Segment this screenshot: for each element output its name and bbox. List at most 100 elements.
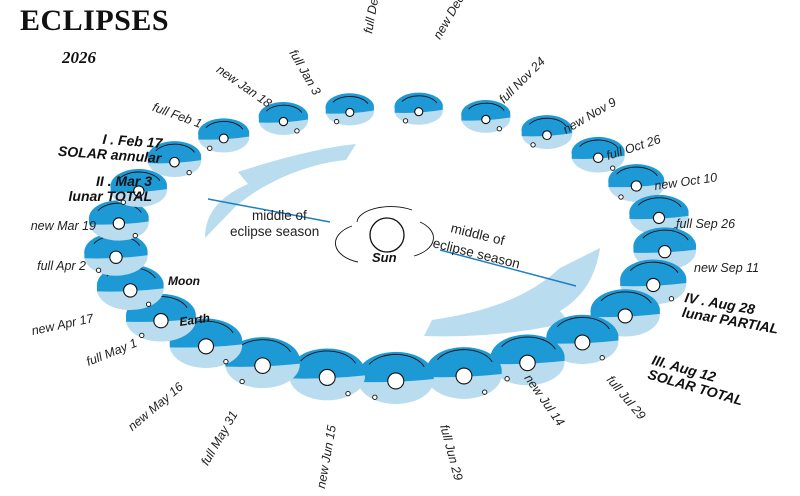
- earth-disk: [318, 368, 336, 386]
- label-line: new Dec 9: [430, 0, 472, 42]
- earth-disk: [652, 211, 666, 225]
- moon-orbit-arc: [600, 291, 652, 304]
- label-line: new Apr 17: [30, 311, 95, 338]
- moon-disk: [530, 142, 536, 148]
- moon-disk: [95, 267, 102, 273]
- moon-disk: [496, 126, 502, 132]
- label-line: full May 31: [198, 409, 240, 468]
- earth-disk: [658, 245, 672, 259]
- phase-label: full Apr 2: [37, 259, 86, 273]
- orbit-position: [258, 102, 308, 135]
- moon-disk: [223, 359, 229, 365]
- label-line: full Dec 24: [361, 0, 385, 35]
- eclipse-label: III. Aug 12SOLAR TOTAL: [646, 352, 749, 409]
- label-line: SOLAR annular: [58, 143, 164, 166]
- orbit-plane-half: [490, 334, 565, 365]
- moon-orbit-arc: [637, 197, 682, 208]
- orbit-plane-half: [546, 314, 619, 344]
- label-line: new May 16: [125, 380, 186, 434]
- orbit-position: [571, 136, 625, 173]
- orbit-position: [110, 169, 167, 208]
- moon-disk: [294, 128, 300, 134]
- phase-label: full Jan 3: [286, 47, 323, 97]
- phase-label: new Oct 10: [653, 170, 718, 193]
- label-line: new Jan 18: [214, 62, 274, 110]
- orbit-position: [289, 348, 366, 401]
- phase-label: new May 16: [125, 380, 186, 434]
- moon-orbit-arc: [300, 350, 356, 364]
- moon-orbit-arc: [642, 229, 689, 241]
- earth-disk: [197, 338, 215, 355]
- orbit-position: [426, 347, 502, 399]
- moon-disk: [372, 394, 378, 400]
- middle-label-left-line2: eclipse season: [230, 224, 319, 239]
- phase-label: full Nov 24: [496, 54, 548, 106]
- sun: Sun: [335, 206, 434, 265]
- earth-label: Earth: [178, 311, 210, 329]
- earth-disk: [387, 372, 405, 390]
- label-line: full May 1: [84, 336, 139, 369]
- orbit-position: [629, 194, 689, 235]
- label-line: full Feb 1: [151, 100, 204, 131]
- sun-rotation-arc-right: [413, 221, 434, 257]
- moon-disk: [186, 169, 192, 176]
- moon-orbit-arc: [501, 336, 556, 350]
- moon-disk: [599, 355, 605, 361]
- moon-disk: [120, 199, 126, 205]
- moon-disk: [139, 332, 145, 339]
- moon-orbit-arc: [97, 202, 142, 213]
- orbit-plane-half: [357, 351, 434, 383]
- sun-rotation-arc-left: [335, 225, 359, 263]
- eclipse-label: IV . Aug 28lunar PARTIAL: [681, 289, 782, 336]
- earth-disk: [519, 354, 536, 372]
- phase-label: new Jan 18: [214, 62, 274, 110]
- earth-disk: [123, 283, 138, 298]
- earth-disk: [112, 217, 126, 230]
- label-line: II . Mar 3: [96, 173, 152, 189]
- phase-label: full Sep 26: [676, 217, 735, 231]
- label-line: full Nov 24: [496, 54, 548, 106]
- moon-disk: [618, 194, 624, 200]
- label-line: full Jan 3: [286, 47, 323, 97]
- season-arrow-left: [205, 144, 356, 238]
- orbit-position: [521, 115, 573, 150]
- season-arrow-right: [424, 248, 600, 337]
- phase-label: new Apr 17: [30, 311, 95, 338]
- moon-label: Moon: [168, 274, 200, 288]
- earth-disk: [109, 250, 123, 265]
- moon-orbit-arc: [155, 143, 195, 153]
- label-line: new Oct 10: [653, 170, 718, 193]
- label-line: new Mar 19: [31, 219, 96, 233]
- earth-disk: [254, 357, 271, 374]
- moon-orbit-arc: [437, 349, 493, 363]
- moon-disk: [504, 376, 510, 382]
- moon-disk: [610, 165, 616, 171]
- phase-label: full Oct 26: [605, 132, 663, 163]
- phase-label: new Dec 9: [430, 0, 472, 42]
- orbit-position: [461, 100, 511, 133]
- label-line: full Oct 26: [605, 132, 663, 163]
- phase-label: new Jun 15: [314, 424, 339, 489]
- phase-label: full May 1: [84, 336, 139, 369]
- moon-disk: [132, 232, 138, 239]
- orbit-position: [608, 164, 665, 202]
- orbit-position: [325, 93, 374, 126]
- phase-label: new Mar 19: [31, 219, 96, 233]
- earth-disk: [169, 156, 180, 168]
- moon-disk: [239, 378, 245, 385]
- earth-disk: [646, 277, 661, 293]
- moon-disk: [333, 118, 340, 125]
- earth-disk: [153, 313, 169, 329]
- orbit-position: [147, 141, 202, 178]
- label-line: new Sep 11: [694, 261, 759, 275]
- label-line: full Sep 26: [676, 217, 735, 231]
- sun-disk: [369, 217, 405, 253]
- orbit-position: [490, 334, 565, 386]
- moon-orbit-arc: [205, 121, 244, 130]
- eclipse-label: I . Feb 17SOLAR annular: [58, 128, 165, 166]
- moon-orbit-arc: [616, 166, 658, 177]
- moon-disk: [145, 301, 152, 307]
